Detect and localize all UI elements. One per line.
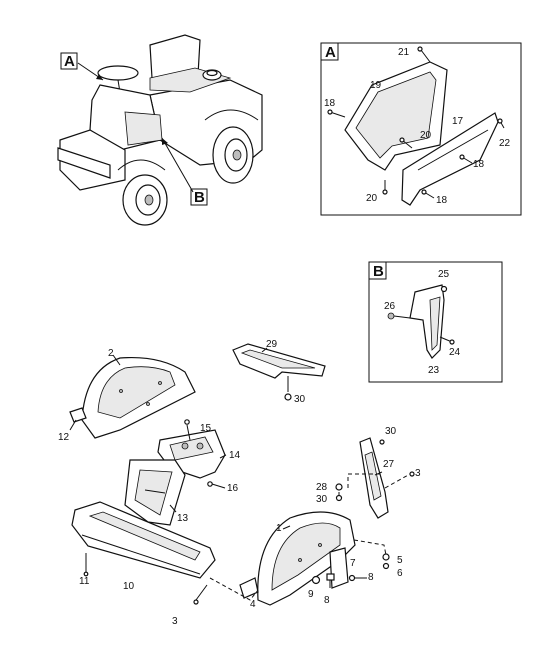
label-part-19: 19	[370, 80, 382, 91]
leader-lines	[69, 347, 383, 530]
label-part-11: 11	[79, 576, 90, 587]
label-part-30: 30	[294, 394, 306, 405]
label-part-3: 3	[172, 616, 178, 627]
detail-b-tag-box	[368, 261, 387, 280]
connector-lines	[209, 473, 411, 601]
label-part-6: 6	[397, 568, 403, 579]
label-part-25: 25	[438, 269, 450, 280]
label-part-8: 8	[324, 595, 330, 606]
detail-a-tag-box	[320, 42, 339, 61]
part-10-bumper	[71, 501, 216, 579]
part-2-fender	[69, 356, 196, 439]
label-part-5: 5	[397, 555, 403, 566]
label-part-18: 18	[324, 98, 336, 109]
label-part-30: 30	[385, 426, 397, 437]
detail-a-frame	[320, 42, 522, 216]
detail-a-tag: A	[325, 44, 336, 61]
label-part-29: 29	[266, 339, 278, 350]
label-part-18: 18	[473, 159, 485, 170]
label-part-28: 28	[316, 482, 328, 493]
label-part-12: 12	[58, 432, 70, 443]
label-part-3: 3	[415, 468, 421, 479]
detail-b-parts	[387, 284, 455, 359]
callout-b-label: B	[194, 189, 205, 206]
callout-a-box	[60, 52, 78, 70]
label-part-24: 24	[449, 347, 461, 358]
part-29-bracket	[232, 343, 326, 401]
label-part-10: 10	[123, 581, 135, 592]
label-part-23: 23	[428, 365, 440, 376]
part-13-panel	[124, 459, 186, 526]
label-part-7: 7	[350, 558, 356, 569]
part-labels: 21 19 18 17 20 22 18 20 18 25 26 24 23 2…	[58, 47, 511, 627]
part-27-arm	[359, 437, 389, 519]
detail-b-frame	[368, 261, 503, 383]
detail-b-tag: B	[373, 263, 384, 280]
label-part-18: 18	[436, 195, 448, 206]
label-part-30: 30	[316, 494, 328, 505]
label-part-22: 22	[499, 138, 511, 149]
label-part-14: 14	[229, 450, 241, 461]
label-part-17: 17	[452, 116, 464, 127]
tractor-overview	[57, 34, 263, 226]
label-part-1: 1	[276, 523, 282, 534]
label-part-2: 2	[108, 348, 114, 359]
callout-b-box	[190, 188, 208, 206]
label-part-9: 9	[308, 589, 314, 600]
part-1-fender	[239, 511, 356, 606]
label-part-4: 4	[250, 599, 256, 610]
label-part-26: 26	[384, 301, 396, 312]
label-part-13: 13	[177, 513, 189, 524]
part-7-bracket	[329, 547, 367, 589]
label-part-8: 8	[368, 572, 374, 583]
label-part-16: 16	[227, 483, 239, 494]
detail-a-parts	[327, 46, 505, 206]
loose-hardware	[193, 471, 415, 605]
label-part-20: 20	[420, 130, 432, 141]
label-part-27: 27	[383, 459, 395, 470]
label-part-15: 15	[200, 423, 212, 434]
callout-a-label: A	[64, 53, 75, 70]
label-part-21: 21	[398, 47, 410, 58]
label-part-20: 20	[366, 193, 378, 204]
